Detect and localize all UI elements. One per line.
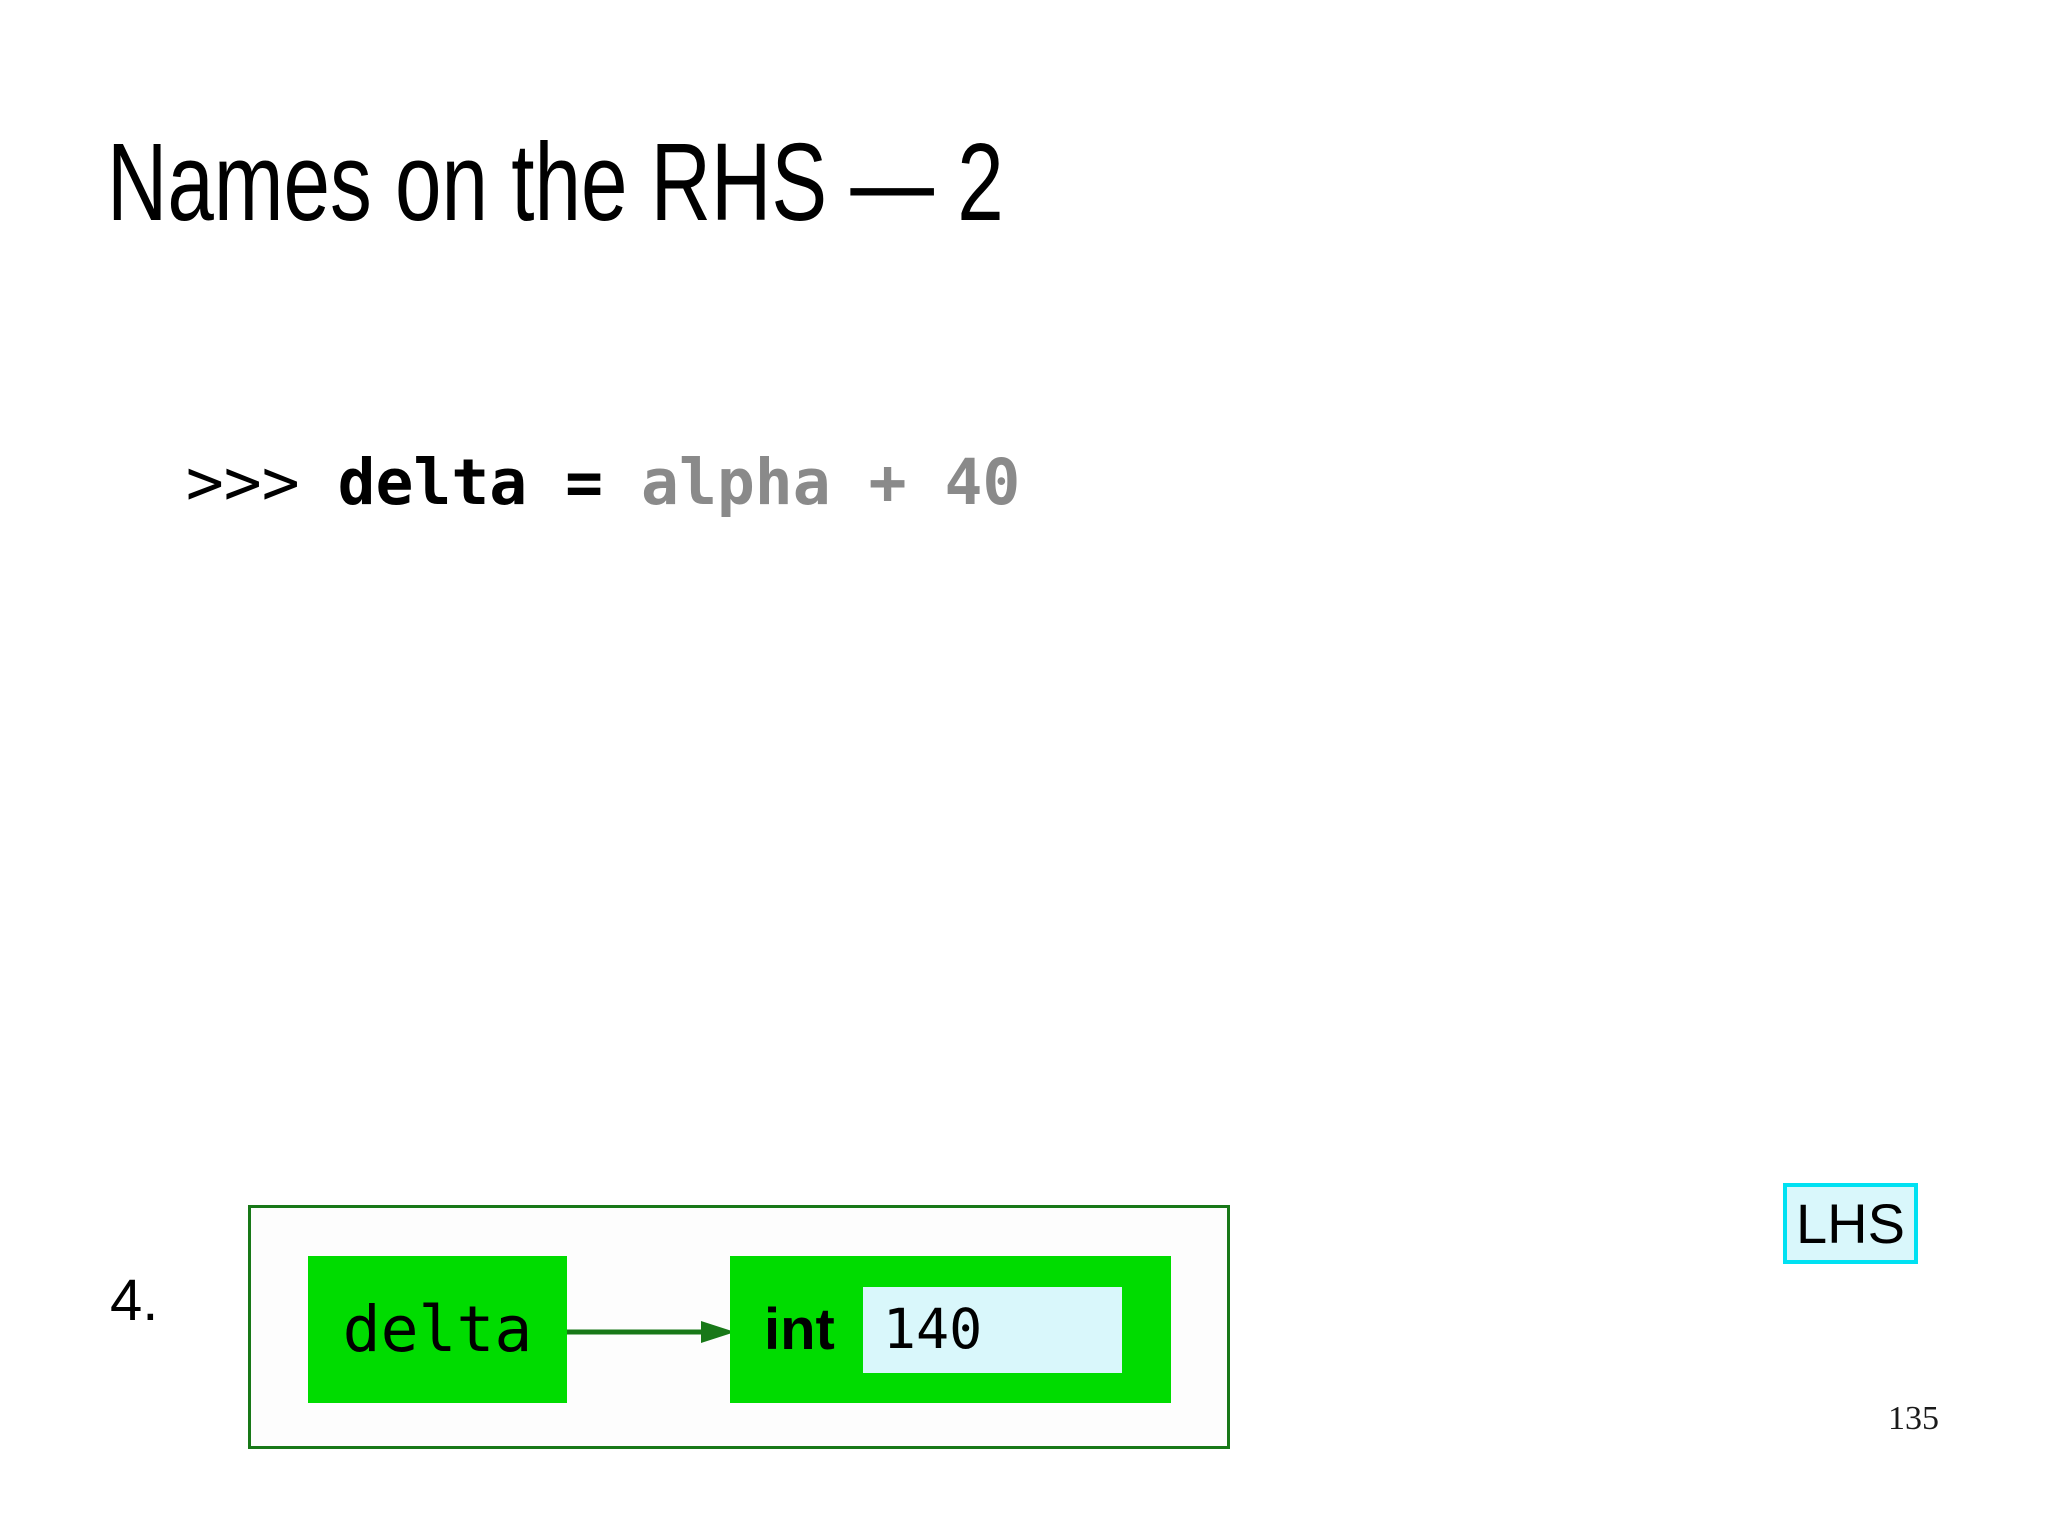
python-prompt: >>> [185,446,338,519]
diagram-frame: delta int 140 [248,1205,1230,1449]
page-number: 135 [1888,1400,1939,1437]
reference-arrow-icon [567,1321,735,1343]
rhs-expression: alpha + 40 [641,446,1021,519]
variable-name-label: delta [342,1293,533,1366]
variable-name-box: delta [308,1256,567,1403]
int-object-box: int 140 [730,1256,1171,1403]
type-label: int [764,1296,835,1362]
assignment-target: delta = [337,446,642,519]
value-text: 140 [882,1297,983,1361]
value-box: 140 [862,1286,1122,1373]
code-line: >>> delta = alpha + 40 [110,388,1020,514]
lhs-badge-label: LHS [1796,1192,1905,1255]
lhs-badge: LHS [1783,1183,1918,1264]
step-number: 4. [110,1268,159,1333]
slide-title: Names on the RHS — 2 [107,121,1004,244]
